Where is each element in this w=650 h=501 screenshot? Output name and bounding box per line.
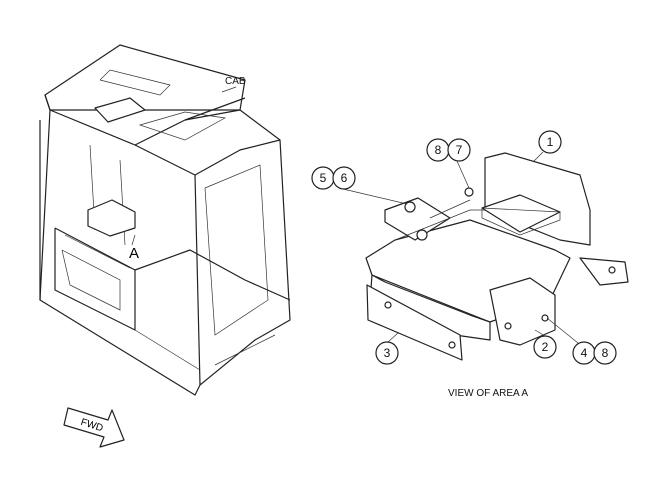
callout-3: 3 (375, 341, 399, 365)
callout-7: 7 (447, 138, 471, 162)
svg-text:6: 6 (341, 171, 348, 185)
view-caption: VIEW OF AREA A (448, 388, 528, 399)
svg-text:5: 5 (320, 171, 327, 185)
callout-8-lower: 8 (593, 341, 617, 365)
callout-6: 6 (332, 166, 356, 190)
svg-text:7: 7 (456, 143, 463, 157)
svg-text:2: 2 (542, 340, 549, 354)
svg-text:8: 8 (602, 346, 609, 360)
callout-4: 4 (572, 341, 596, 365)
callout-8-upper: 8 (426, 138, 450, 162)
callout-2: 2 (533, 335, 557, 359)
callout-5: 5 (311, 166, 335, 190)
area-a-label: A (129, 245, 139, 262)
ecm-detail-drawing (365, 152, 629, 361)
svg-text:8: 8 (435, 143, 442, 157)
svg-text:1: 1 (547, 135, 554, 149)
svg-text:4: 4 (581, 346, 588, 360)
callout-1: 1 (538, 130, 562, 154)
fwd-arrow-icon: FWD (63, 407, 125, 448)
cab-drawing (39, 44, 291, 396)
svg-text:3: 3 (384, 346, 391, 360)
cab-label: CAB (225, 76, 246, 87)
leader-lines (342, 151, 579, 344)
